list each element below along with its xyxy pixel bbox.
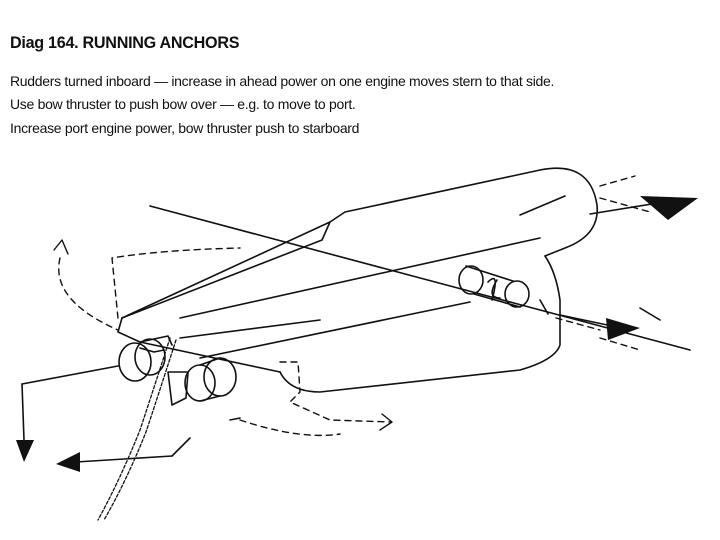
arrowhead-port-down xyxy=(16,440,34,462)
reference-lines xyxy=(149,195,691,421)
path-arrowheads xyxy=(53,239,393,431)
arrowhead-bow-upper xyxy=(640,196,698,220)
caption-line-2: Use bow thruster to push bow over — e.g.… xyxy=(10,96,356,112)
bow-thruster xyxy=(458,265,530,308)
movement-paths xyxy=(58,175,651,437)
arrowhead-bow-lower xyxy=(606,318,640,340)
caption-line-1: Rudders turned inboard — increase in ahe… xyxy=(10,73,555,89)
anchor-chain xyxy=(97,337,177,521)
force-lines xyxy=(21,203,653,463)
caption-line-3: Increase port engine power, bow thruster… xyxy=(10,120,360,136)
stern-propellers xyxy=(118,338,237,406)
arrowhead-port-stern xyxy=(56,452,80,472)
vessel-hull xyxy=(117,167,598,393)
diagram-title: Diag 164. RUNNING ANCHORS xyxy=(10,33,240,52)
